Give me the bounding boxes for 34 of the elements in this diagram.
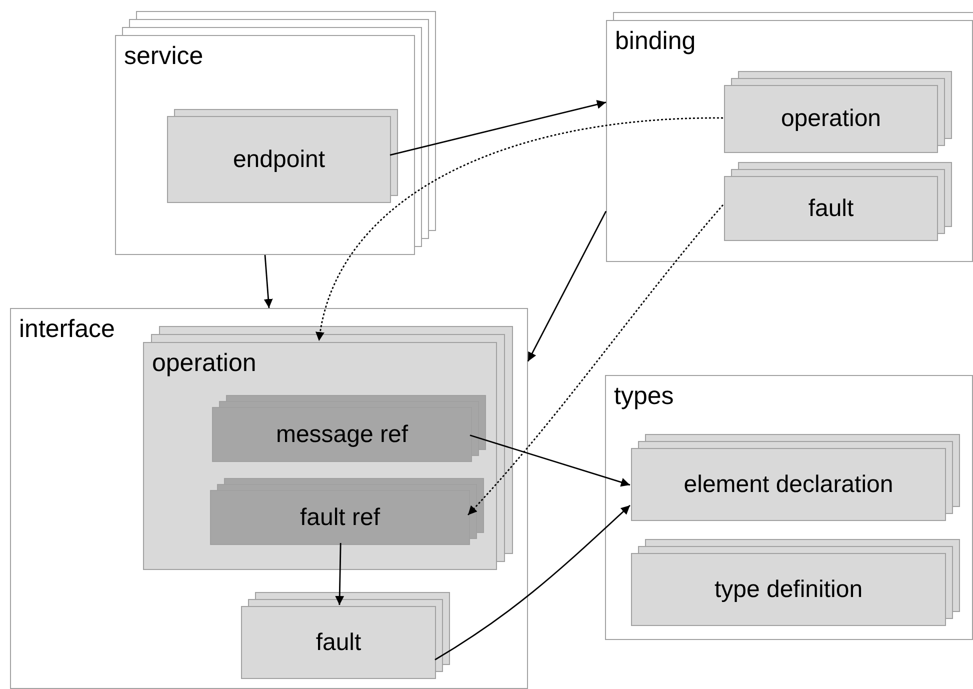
node-title: interface bbox=[19, 317, 115, 342]
arrow bbox=[434, 504, 630, 660]
container-box bbox=[605, 375, 973, 640]
dotted-arrow bbox=[467, 204, 724, 516]
dotted-arrow bbox=[316, 117, 724, 342]
node-label: fault bbox=[316, 630, 362, 654]
container-box bbox=[606, 20, 973, 262]
component-box bbox=[167, 116, 391, 203]
node-title: service bbox=[124, 44, 204, 69]
node-label: operation bbox=[780, 107, 882, 131]
component-box bbox=[724, 176, 938, 241]
arrow bbox=[264, 254, 273, 308]
node-title: binding bbox=[615, 29, 696, 54]
node-label: type definition bbox=[714, 578, 863, 602]
reference-box bbox=[212, 407, 472, 462]
reference-box bbox=[210, 490, 470, 545]
node-label: endpoint bbox=[232, 148, 326, 172]
arrow bbox=[390, 100, 606, 156]
component-box bbox=[724, 85, 938, 153]
node-title: types bbox=[614, 384, 674, 409]
component-box bbox=[631, 448, 946, 521]
node-label: fault ref bbox=[300, 506, 380, 530]
node-label: element declaration bbox=[684, 472, 894, 496]
arrow bbox=[335, 542, 344, 606]
node-label: message ref bbox=[276, 422, 408, 446]
node-label: fault bbox=[808, 196, 854, 220]
component-box bbox=[143, 342, 497, 570]
arrow bbox=[470, 434, 630, 487]
node-title: operation bbox=[152, 351, 256, 376]
container-box bbox=[10, 308, 528, 689]
component-box bbox=[631, 553, 946, 626]
container-box bbox=[115, 35, 415, 255]
component-box bbox=[241, 606, 436, 679]
arrow bbox=[527, 210, 607, 362]
